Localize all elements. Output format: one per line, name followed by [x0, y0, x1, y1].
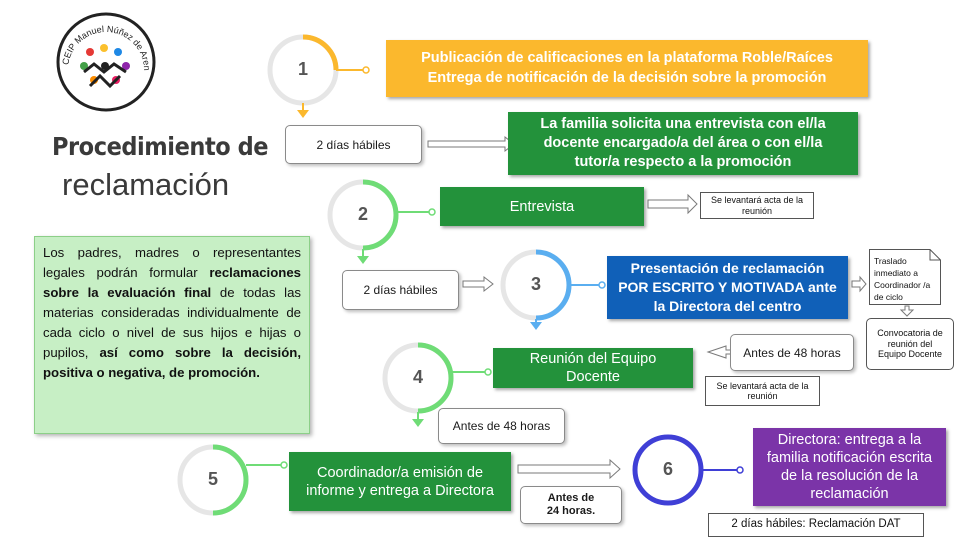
step-number-3: 3: [530, 274, 541, 294]
ring-5: [177, 444, 288, 516]
deadline-2: 2 días hábiles: [342, 270, 459, 310]
deadline-1: 2 días hábiles: [285, 125, 422, 164]
down-arrow-1: [297, 103, 309, 118]
step-number-1: 1: [297, 59, 308, 79]
note-acta-1: Se levantará acta de la reunión: [700, 192, 814, 219]
down-arrow-2: [357, 249, 369, 264]
ring-6: [632, 434, 744, 506]
intro-bold-1: reclamaciones sobre la evaluación final: [43, 265, 301, 300]
step-2-box: Entrevista: [440, 187, 644, 226]
deadline-5-line1: Antes de: [547, 492, 595, 504]
down-arrow-3: [530, 319, 542, 330]
page-title-line1: Procedimiento de: [52, 132, 269, 161]
note-convocatoria: Convocatoria de reunión del Equipo Docen…: [866, 318, 954, 370]
block-arrow-4: [851, 275, 867, 293]
intro-bold-2: así como sobre la decisión, positiva o n…: [43, 345, 301, 380]
intro-text-2: de todas las materias consideradas indiv…: [43, 285, 301, 360]
block-arrow-2: [647, 193, 698, 215]
intro-box: Los padres, madres o representantes lega…: [34, 236, 310, 434]
deadline-3: Antes de 48 horas: [730, 334, 854, 371]
step-1-line1: Publicación de calificaciones en la plat…: [421, 50, 833, 66]
step-6-box: Directora: entrega a la familia notifica…: [753, 428, 946, 506]
block-arrow-5: [899, 305, 915, 317]
step-3-box: Presentación de reclamación POR ESCRITO …: [607, 256, 848, 319]
note-acta-2: Se levantará acta de la reunión: [705, 376, 820, 406]
step-4-box: Reunión del Equipo Docente: [493, 348, 693, 388]
step-number-2: 2: [357, 204, 368, 224]
page-title: Procedimiento de reclamación: [52, 132, 292, 203]
deadline-5-line2: 24 horas.: [546, 505, 596, 517]
deadline-5: Antes de 24 horas.: [520, 486, 622, 524]
deadline-4: Antes de 48 horas: [438, 408, 565, 444]
final-deadline: 2 días hábiles: Reclamación DAT: [708, 513, 924, 537]
down-arrow-4: [412, 412, 424, 427]
step-1-box: Publicación de calificaciones en la plat…: [386, 40, 868, 97]
step-number-6: 6: [662, 459, 673, 479]
note-traslado: Traslado inmediato a Coordinador /a de c…: [874, 256, 931, 302]
intro-text-1: Los padres, madres o representantes lega…: [43, 245, 301, 280]
step-number-5: 5: [207, 469, 218, 489]
step-1-line2: Entrega de notificación de la decisión s…: [427, 70, 827, 86]
school-logo: CEIP Manuel Núñez de Arenas: [54, 10, 156, 112]
logo-figures: [80, 44, 130, 89]
block-arrow-1: [427, 135, 515, 153]
block-arrow-7: [517, 458, 621, 480]
note-traslado-shape: [869, 249, 941, 305]
ring-4: [382, 342, 492, 414]
page-title-line2: reclamación: [62, 167, 230, 202]
family-request-box: La familia solicita una entrevista con e…: [508, 112, 858, 175]
step-5-box: Coordinador/a emisión de informe y entre…: [289, 452, 511, 511]
ring-2: [327, 179, 436, 251]
step-number-4: 4: [412, 367, 423, 387]
block-arrow-3: [462, 275, 494, 293]
ring-3: [500, 249, 606, 321]
